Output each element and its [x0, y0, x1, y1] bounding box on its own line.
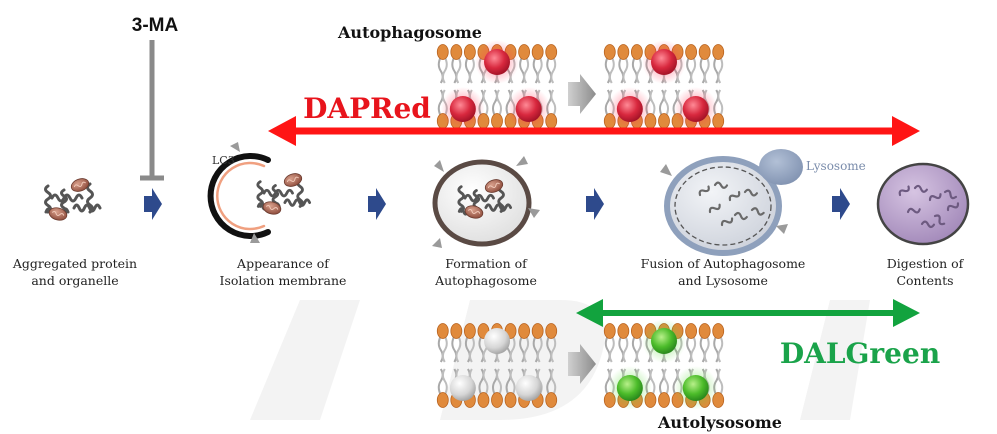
dapred-label: DAPRed	[303, 92, 431, 125]
inhibition-line	[140, 40, 164, 181]
stage-caption-line1: Digestion of	[887, 256, 965, 271]
dalgreen-label: DALGreen	[780, 337, 940, 370]
fusion-illustration	[660, 149, 803, 256]
autolysosome-label: Autolysosome	[657, 413, 782, 432]
stage-caption-line1: Appearance of	[236, 256, 330, 271]
stage-caption-line2: Autophagosome	[434, 273, 537, 288]
autophagosome-illustration	[432, 156, 540, 248]
flow-arrow	[832, 188, 850, 220]
gray-arrow-top	[568, 74, 596, 114]
watermark	[250, 300, 870, 420]
gray-arrow-bottom	[568, 344, 596, 384]
stage-caption-line1: Formation of	[445, 256, 528, 271]
stage-caption-line2: Isolation membrane	[220, 273, 347, 288]
flow-arrows	[144, 188, 850, 220]
lysosome-label: Lysosome	[806, 159, 866, 173]
dapred-range-arrow	[268, 116, 920, 146]
stage-caption-line1: Aggregated protein	[12, 256, 137, 271]
membrane-neutral	[436, 323, 558, 408]
inhibitor-label: 3-MA	[132, 15, 179, 36]
dalgreen-range-arrow	[576, 299, 920, 327]
stage-captions: Aggregated protein and organelle Appearanc…	[12, 256, 965, 288]
isolation-membrane-illustration	[207, 142, 312, 243]
flow-arrow	[368, 188, 386, 220]
membrane-illustrations	[436, 40, 725, 410]
lc3-label: LC3	[212, 154, 235, 167]
flow-arrow	[586, 188, 604, 220]
aggregated-protein-illustration	[44, 178, 102, 221]
membrane-autophagosome-1	[436, 40, 558, 131]
membrane-autophagosome-2	[603, 40, 725, 131]
stage-caption-line1: Fusion of Autophagosome	[641, 256, 806, 271]
digested-vesicle-illustration	[876, 162, 970, 246]
stage-caption-line2: and organelle	[31, 273, 118, 288]
stage-caption-line2: and Lysosome	[678, 273, 768, 288]
stage-caption-line2: Contents	[896, 273, 953, 288]
membrane-autolysosome	[603, 319, 725, 410]
autophagosome-label: Autophagosome	[337, 23, 482, 42]
flow-arrow	[144, 188, 162, 220]
